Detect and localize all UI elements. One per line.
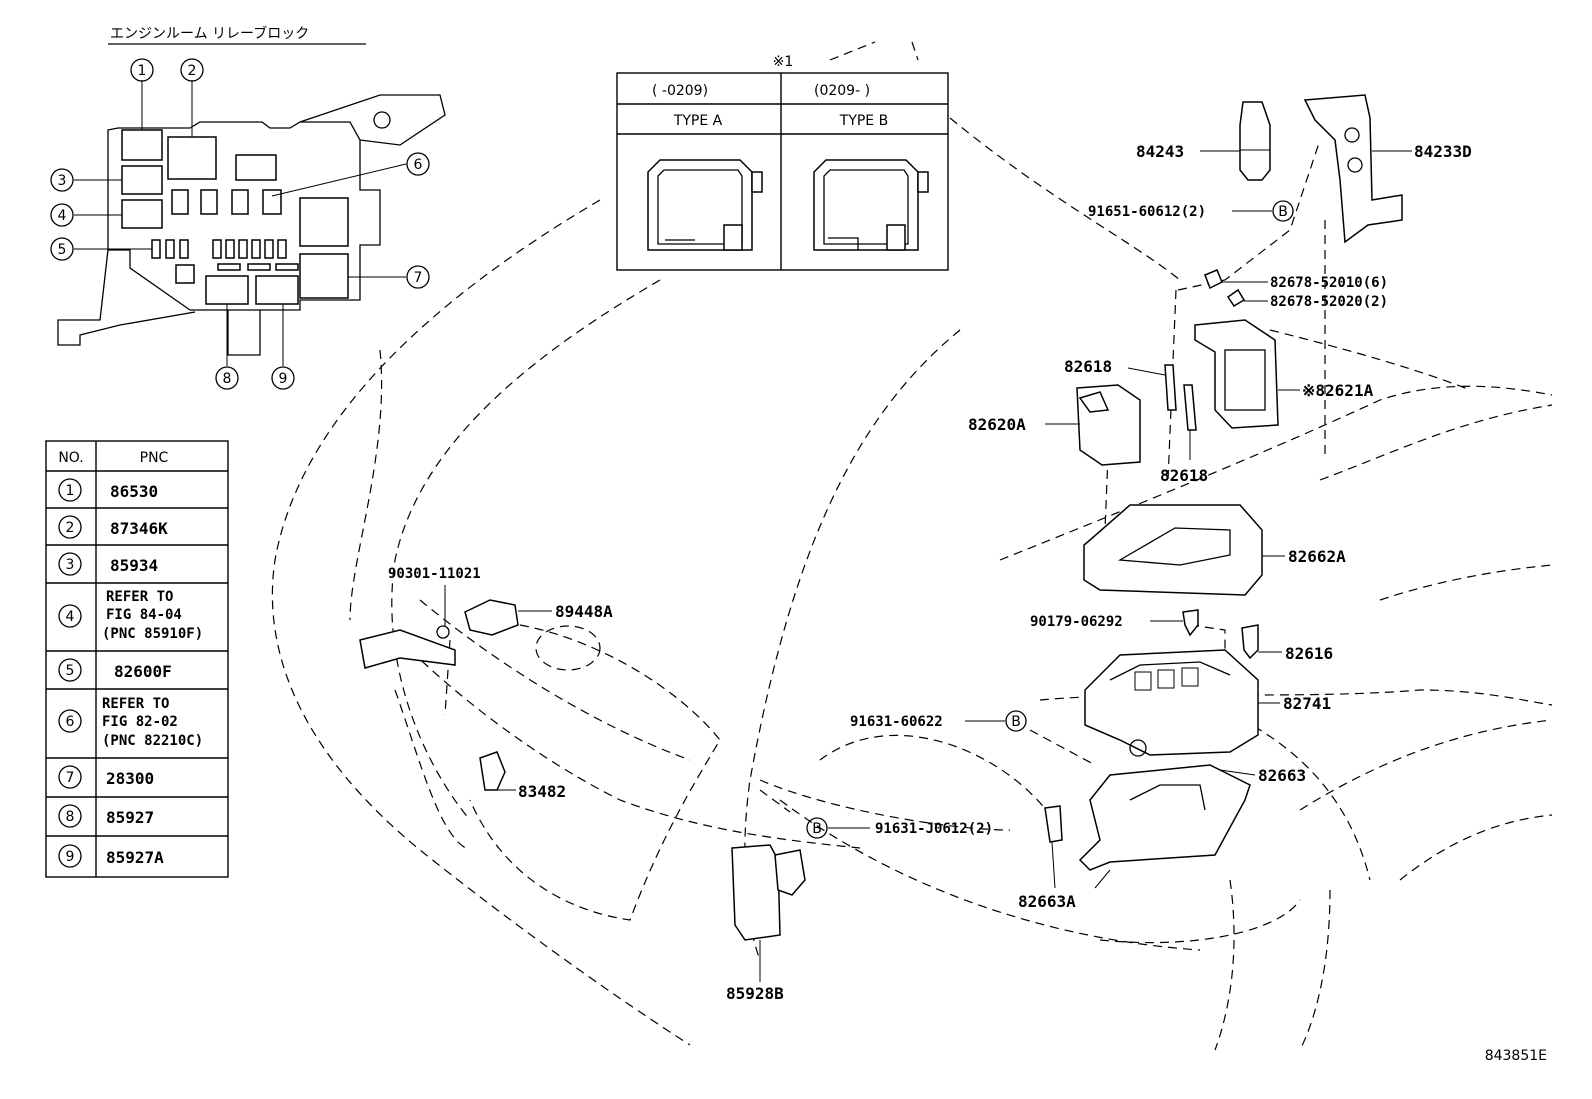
table-row-pnc: REFER TO (102, 696, 169, 712)
part-label-89448A: 89448A (555, 602, 613, 621)
part-label-85928B: 85928B (726, 984, 784, 1003)
figure-id: 843851E (1485, 1048, 1547, 1064)
part-label-84243: 84243 (1136, 142, 1184, 161)
table-row-pnc: FIG 84-04 (106, 607, 182, 623)
type-note-mark: ※1 (773, 54, 794, 70)
part-label-91631-a: 91631-60622 (850, 714, 943, 730)
part-label-83482: 83482 (518, 782, 566, 801)
part-label-82618-a: 82618 (1064, 357, 1112, 376)
part-label-82620A: 82620A (968, 415, 1026, 434)
part-label-82663: 82663 (1258, 766, 1306, 785)
type-b-range: (0209- ) (814, 83, 870, 99)
car-body-outline (271, 41, 1553, 1051)
part-label-82621A: ※82621A (1302, 381, 1374, 400)
part-label-82678-b: 82678-52020(2) (1270, 294, 1388, 310)
part-label-82741: 82741 (1283, 694, 1331, 713)
part-label-90301: 90301-11021 (388, 566, 481, 582)
relay-block-title: エンジンルーム リレーブロック (110, 25, 309, 42)
table-row-pnc: 85927 (106, 808, 154, 827)
fuse-box-assembly (359, 94, 1403, 941)
callout-5: 5 (58, 242, 67, 258)
table-row-pnc: 28300 (106, 769, 154, 788)
pnc-col-no: NO. (58, 450, 83, 466)
table-row-no: 8 (66, 809, 75, 825)
callout-8: 8 (223, 371, 232, 387)
leader-lines (444, 150, 1412, 982)
callout-6: 6 (414, 157, 423, 173)
table-row-no: 4 (66, 609, 75, 625)
part-label-90179: 90179-06292 (1030, 614, 1123, 630)
table-row-pnc: (PNC 85910F) (102, 626, 203, 642)
table-row-pnc: 87346K (110, 519, 168, 538)
callout-9: 9 (279, 371, 288, 387)
callout-1: 1 (138, 63, 147, 79)
part-label-91631-b: 91631-J0612(2) (875, 821, 993, 837)
table-row-no: 6 (66, 714, 75, 730)
part-label-91651: 91651-60612(2) (1088, 204, 1206, 220)
type-a-label: TYPE A (673, 113, 723, 129)
table-row-no: 2 (66, 520, 75, 536)
type-table: ※1 ( -0209) (0209- ) TYPE A TYPE B (616, 54, 949, 271)
callout-4: 4 (58, 208, 67, 224)
part-labels: 84243 84233D 91651-60612(2) 82678-52010(… (388, 142, 1472, 1003)
table-row-no: 1 (66, 483, 75, 499)
pnc-col-pnc: PNC (140, 450, 169, 466)
part-label-82616: 82616 (1285, 644, 1333, 663)
callout-2: 2 (188, 63, 197, 79)
bolt-marker: B (1011, 714, 1021, 730)
table-row-no: 3 (66, 557, 75, 573)
table-row-no: 7 (66, 770, 75, 786)
bolt-marker: B (812, 821, 822, 837)
part-label-82663A: 82663A (1018, 892, 1076, 911)
bolt-marker: B (1278, 204, 1288, 220)
part-label-82618-b: 82618 (1160, 466, 1208, 485)
table-row-pnc: REFER TO (106, 589, 173, 605)
type-a-range: ( -0209) (652, 83, 708, 99)
pnc-table: NO. PNC 1 86530 2 87346K 3 85934 4 REFER… (45, 440, 229, 878)
part-label-82662A: 82662A (1288, 547, 1346, 566)
part-label-84233D: 84233D (1414, 142, 1472, 161)
table-row-pnc: 85927A (106, 848, 164, 867)
callout-7: 7 (414, 270, 423, 286)
bolt-markers: B B B (806, 200, 1294, 839)
table-row-pnc: FIG 82-02 (102, 714, 178, 730)
table-row-pnc: 85934 (110, 556, 158, 575)
type-b-label: TYPE B (839, 113, 888, 129)
table-row-no: 5 (66, 663, 75, 679)
table-row-pnc: 82600F (114, 662, 172, 681)
table-row-no: 9 (66, 849, 75, 865)
part-label-82678-a: 82678-52010(6) (1270, 275, 1388, 291)
table-row-pnc: (PNC 82210C) (102, 733, 203, 749)
table-row-pnc: 86530 (110, 482, 158, 501)
relay-block-illustration: エンジンルーム リレーブロック (50, 25, 446, 390)
callout-3: 3 (58, 173, 67, 189)
